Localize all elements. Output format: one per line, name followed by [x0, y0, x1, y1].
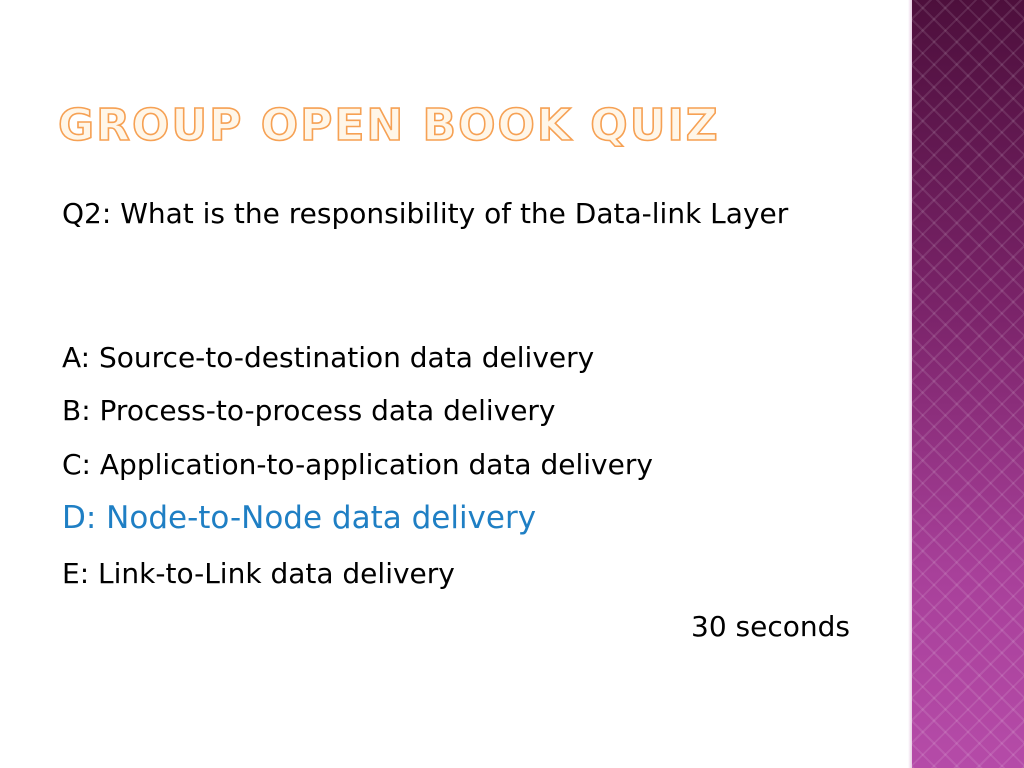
option-e: E: Link-to-Link data delivery — [62, 557, 455, 590]
slide-title: Group open book quiz — [57, 100, 720, 151]
side-band-edge — [908, 0, 912, 768]
timer-text: 30 seconds — [691, 610, 850, 643]
decorative-side-band — [912, 0, 1024, 768]
option-b: B: Process-to-process data delivery — [62, 394, 556, 427]
option-a: A: Source-to-destination data delivery — [62, 341, 595, 374]
question-text: Q2: What is the responsibility of the Da… — [62, 197, 789, 230]
option-c: C: Application-to-application data deliv… — [62, 448, 653, 481]
option-d-highlighted: D: Node-to-Node data delivery — [62, 500, 537, 536]
